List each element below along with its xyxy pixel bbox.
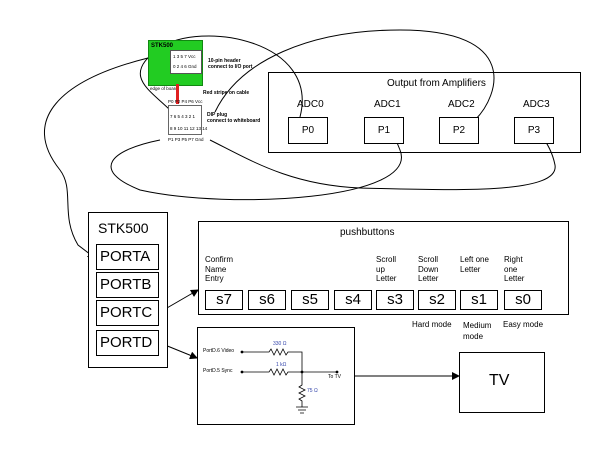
tv-box xyxy=(459,352,545,413)
dip-pins-row2: 7 6 5 4 3 2 1 xyxy=(170,114,196,119)
label-s0: Right one Letter xyxy=(504,255,525,283)
adc0-label: ADC0 xyxy=(297,99,324,110)
board-edge-label: edge of board xyxy=(150,86,178,91)
header-pins-top: 1 3 5 7 Vcc xyxy=(173,54,196,59)
button-s4: s4 xyxy=(334,290,372,310)
mode-easy: Easy mode xyxy=(503,320,544,329)
port-b: PORTB xyxy=(96,272,159,298)
port-a: PORTA xyxy=(96,244,159,270)
button-s0: s0 xyxy=(504,290,542,310)
adc2-label: ADC2 xyxy=(448,99,475,110)
label-s7: Confirm Name Entry xyxy=(205,255,234,283)
adc1-label: ADC1 xyxy=(374,99,401,110)
sync-pin-label: PortD.5 Sync xyxy=(203,368,233,374)
stk500-title: STK500 xyxy=(98,220,149,236)
dip-pins-bottom: P1 P3 P5 P7 Gnd xyxy=(168,137,204,142)
button-s1: s1 xyxy=(460,290,498,310)
port-c: PORTC xyxy=(96,300,159,326)
red-stripe xyxy=(176,84,179,104)
video-circuit-box xyxy=(197,327,355,425)
tv-label: TV xyxy=(489,372,510,389)
button-s2: s2 xyxy=(418,290,456,310)
label-s2: Scroll Down Letter xyxy=(418,255,439,283)
board-label: STK500 xyxy=(151,43,174,49)
r-video-label: 330 Ω xyxy=(273,341,287,347)
port-p3: P3 xyxy=(514,117,554,144)
r-sync-label: 1 kΩ xyxy=(276,362,287,368)
header-pins-bottom: 0 2 4 6 Gnd xyxy=(173,64,197,69)
r-load-label: 75 Ω xyxy=(307,388,318,394)
port-p2: P2 xyxy=(439,117,479,144)
header-note: 10-pin header connect to I/O port xyxy=(208,58,253,70)
stripe-note: Red stripe on cable xyxy=(203,90,250,96)
amplifiers-box xyxy=(268,72,581,153)
dip-pins-top: P0 P2 P4 P6 Vcc xyxy=(168,99,203,104)
dip-plug: 7 6 5 4 3 2 1 8 9 10 11 12 13 14 xyxy=(168,105,207,135)
button-s3: s3 xyxy=(376,290,414,310)
circuit-schematic xyxy=(240,348,339,414)
button-s5: s5 xyxy=(291,290,329,310)
mode-hard: Hard mode xyxy=(412,320,452,329)
label-s3: Scroll up Letter xyxy=(376,255,397,283)
dip-note: DIP plug connect to whiteboard xyxy=(207,112,261,124)
dip-pins-row3: 8 9 10 11 12 13 14 xyxy=(170,126,208,131)
label-s1: Left one Letter xyxy=(460,255,489,274)
video-pin-label: PortD.6 Video xyxy=(203,348,235,354)
pushbuttons-title: pushbuttons xyxy=(340,227,395,238)
button-s6: s6 xyxy=(248,290,286,310)
stk500-board-sketch: STK500 1 3 5 7 Vcc 0 2 4 6 Gnd xyxy=(148,40,203,86)
mode-medium: Medium mode xyxy=(463,321,492,341)
port-p0: P0 xyxy=(288,117,328,144)
button-s7: s7 xyxy=(205,290,243,310)
adc3-label: ADC3 xyxy=(523,99,550,110)
port-d: PORTD xyxy=(96,330,159,356)
port-p1: P1 xyxy=(364,117,404,144)
amplifiers-title: Output from Amplifiers xyxy=(387,78,486,89)
header-connector: 1 3 5 7 Vcc 0 2 4 6 Gnd xyxy=(170,50,202,74)
to-tv-label: To TV xyxy=(328,374,341,380)
